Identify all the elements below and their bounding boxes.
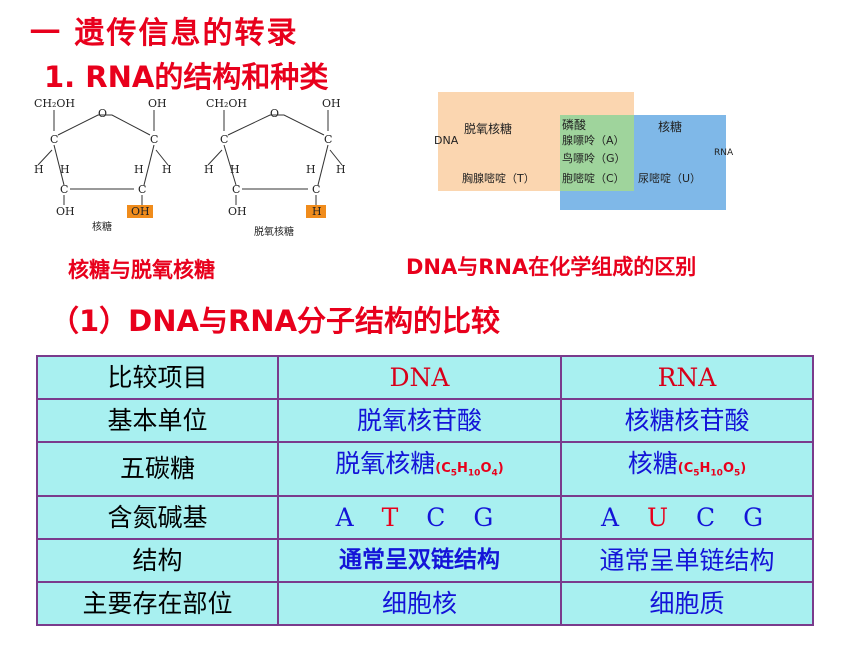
atom-label: OH — [131, 205, 150, 218]
atom-label: H — [34, 163, 44, 176]
atom-label: C — [232, 183, 240, 196]
dna-only-base: 胸腺嘧啶（T） — [462, 172, 535, 185]
composition-caption: DNA与RNA在化学组成的区别 — [406, 255, 697, 279]
atom-label: C — [220, 133, 228, 146]
deoxyribose-label: 脱氧核糖 — [254, 225, 294, 238]
section-title: 一 遗传信息的转录 — [30, 16, 299, 51]
shared-base-c: 胞嘧啶（C） — [562, 172, 625, 185]
header-rna: RNA — [560, 355, 814, 400]
rna-only-sugar: 核糖 — [658, 120, 683, 134]
atom-label: C — [138, 183, 146, 196]
table-row: 基本单位 脱氧核苷酸 核糖核苷酸 — [36, 398, 814, 443]
table-row: 五碳糖 脱氧核糖(C5H10O4) 核糖(C5H10O5) — [36, 441, 814, 497]
dna-sugar: 脱氧核糖 — [335, 449, 436, 478]
comparison-table: 比较项目 DNA RNA 基本单位 脱氧核苷酸 核糖核苷酸 五碳糖 脱氧核糖(C… — [36, 355, 814, 626]
dna-cell: 通常呈双链结构 — [277, 537, 562, 583]
rna-cell: A U C G — [560, 494, 814, 540]
table-row: 含氮碱基 A T C G A U C G — [36, 494, 814, 540]
atom-label: O — [270, 107, 279, 120]
dna-cell: 细胞核 — [277, 580, 562, 626]
atom-label: C — [60, 183, 68, 196]
atom-label: C — [150, 133, 158, 146]
rna-cell: 通常呈单链结构 — [560, 537, 814, 583]
atom-label: CH₂OH — [34, 97, 75, 110]
dna-tag: DNA — [434, 134, 459, 147]
atom-label: C — [324, 133, 332, 146]
rna-cell: 核糖核苷酸 — [560, 398, 814, 443]
dna-formula: (C5H10O4) — [435, 461, 504, 479]
dna-only-sugar: 脱氧核糖 — [464, 122, 513, 136]
atom-label: H — [336, 163, 346, 176]
row-label: 五碳糖 — [36, 441, 279, 497]
rna-tag: RNA — [714, 148, 734, 158]
atom-label: H — [306, 163, 316, 176]
ribose-structure: CH₂OH OH O C C H H H H C C OH OH 核糖 — [34, 97, 172, 233]
row-label: 含氮碱基 — [36, 494, 279, 540]
atom-label: H — [134, 163, 144, 176]
row-label: 基本单位 — [36, 398, 279, 443]
rna-cell: 核糖(C5H10O5) — [560, 441, 814, 497]
atom-label: H — [312, 205, 322, 218]
atom-label: H — [162, 163, 172, 176]
ribose-label: 核糖 — [92, 220, 112, 233]
rna-only-base: 尿嘧啶（U） — [638, 172, 702, 185]
atom-label: OH — [228, 205, 247, 218]
shared-phosphate: 磷酸 — [562, 118, 587, 132]
dna-cell: 脱氧核苷酸 — [277, 398, 562, 443]
atom-label: H — [204, 163, 214, 176]
dna-cell: 脱氧核糖(C5H10O4) — [277, 441, 562, 497]
deoxyribose-structure: CH₂OH OH O C C H H H H C C OH H 脱氧核糖 — [204, 97, 346, 238]
rna-formula: (C5H10O5) — [677, 461, 747, 479]
header-dna: DNA — [277, 355, 562, 400]
table-row: 比较项目 DNA RNA — [36, 355, 814, 400]
shared-base-a: 腺嘌呤（A） — [562, 134, 625, 147]
atom-label: OH — [56, 205, 75, 218]
header-item: 比较项目 — [36, 355, 279, 400]
shared-region — [560, 115, 634, 191]
atom-label: H — [60, 163, 70, 176]
atom-label: OH — [322, 97, 341, 110]
atom-label: O — [98, 107, 107, 120]
atom-label: C — [312, 183, 320, 196]
atom-label: C — [50, 133, 58, 146]
subsection-title: 1. RNA的结构和种类 — [44, 60, 329, 94]
atom-label: H — [230, 163, 240, 176]
dna-cell: A T C G — [277, 494, 562, 540]
sugar-caption: 核糖与脱氧核糖 — [68, 258, 215, 282]
rna-cell: 细胞质 — [560, 580, 814, 626]
atom-label: CH₂OH — [206, 97, 247, 110]
rna-sugar: 核糖 — [627, 449, 678, 478]
comparison-title: （1）DNA与RNA分子结构的比较 — [50, 304, 501, 338]
row-label: 结构 — [36, 537, 279, 583]
table-row: 结构 通常呈双链结构 通常呈单链结构 — [36, 537, 814, 583]
table-row: 主要存在部位 细胞核 细胞质 — [36, 580, 814, 626]
dna-rna-composition-diagram: DNA RNA 脱氧核糖 胸腺嘧啶（T） 磷酸 腺嘌呤（A） 鸟嘌呤（G） 胞嘧… — [434, 92, 738, 214]
shared-base-g: 鸟嘌呤（G） — [562, 152, 626, 165]
row-label: 主要存在部位 — [36, 580, 279, 626]
atom-label: OH — [148, 97, 167, 110]
